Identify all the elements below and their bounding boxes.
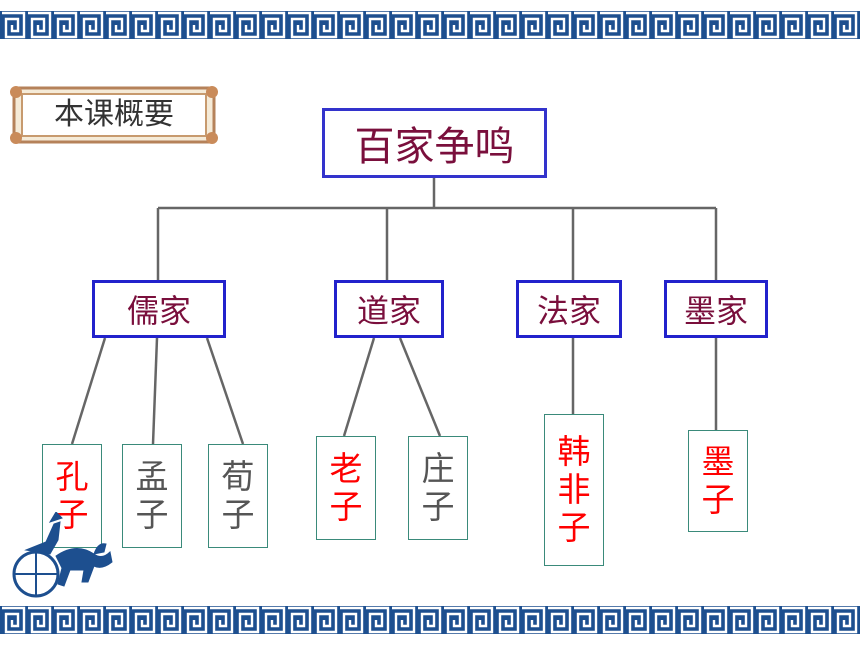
greek-key-pattern-top bbox=[0, 8, 860, 42]
school-node-rujia: 儒家 bbox=[92, 280, 226, 338]
person-char: 子 bbox=[701, 480, 735, 519]
person-char: 子 bbox=[135, 495, 169, 534]
school-label: 墨家 bbox=[683, 292, 748, 330]
person-char: 老 bbox=[329, 449, 363, 489]
school-label: 道家 bbox=[356, 292, 421, 330]
top-decorative-border bbox=[0, 8, 860, 42]
root-node-label: 百家争鸣 bbox=[354, 124, 515, 170]
person-char: 孟 bbox=[135, 457, 169, 497]
person-node-xunzi: 荀 子 bbox=[208, 444, 268, 548]
person-node-mengzi: 孟 子 bbox=[122, 444, 182, 548]
leaf-line-zhuangzi bbox=[398, 337, 442, 437]
greek-key-pattern-bottom bbox=[0, 603, 860, 637]
person-node-laozi: 老 子 bbox=[316, 436, 376, 540]
person-char: 孔 bbox=[55, 457, 89, 497]
person-char: 子 bbox=[421, 487, 455, 526]
person-node-zhuangzi: 庄 子 bbox=[408, 436, 468, 540]
leaf-line-mengzi bbox=[151, 337, 159, 445]
person-node-hanfeizi: 韩 非 子 bbox=[544, 414, 604, 566]
person-char: 子 bbox=[55, 495, 89, 534]
root-node-hundred-schools: 百家争鸣 bbox=[322, 108, 547, 178]
school-label: 儒家 bbox=[126, 292, 191, 330]
person-char: 庄 bbox=[421, 449, 455, 489]
leaf-line-kongzi bbox=[70, 337, 107, 445]
lesson-summary-scroll: 本课概要 bbox=[8, 84, 220, 146]
person-char: 墨 bbox=[701, 442, 735, 482]
person-node-mozi: 墨 子 bbox=[688, 430, 748, 532]
school-node-mojia: 墨家 bbox=[664, 280, 768, 338]
school-node-fajia: 法家 bbox=[516, 280, 622, 338]
person-char: 子 bbox=[557, 507, 591, 547]
leaf-line-laozi bbox=[342, 337, 376, 437]
leaf-line-xunzi bbox=[205, 337, 245, 445]
person-char: 非 bbox=[557, 470, 591, 510]
person-char: 子 bbox=[221, 495, 255, 534]
scroll-frame-icon bbox=[10, 86, 218, 144]
person-char: 荀 bbox=[221, 457, 255, 497]
person-char: 韩 bbox=[557, 432, 591, 472]
lesson-summary-title: 本课概要 bbox=[54, 97, 174, 132]
chariot-icon bbox=[12, 512, 113, 598]
school-label: 法家 bbox=[536, 292, 601, 330]
bottom-decorative-border bbox=[0, 603, 860, 637]
school-node-daojia: 道家 bbox=[334, 280, 444, 338]
person-char: 子 bbox=[329, 487, 363, 526]
